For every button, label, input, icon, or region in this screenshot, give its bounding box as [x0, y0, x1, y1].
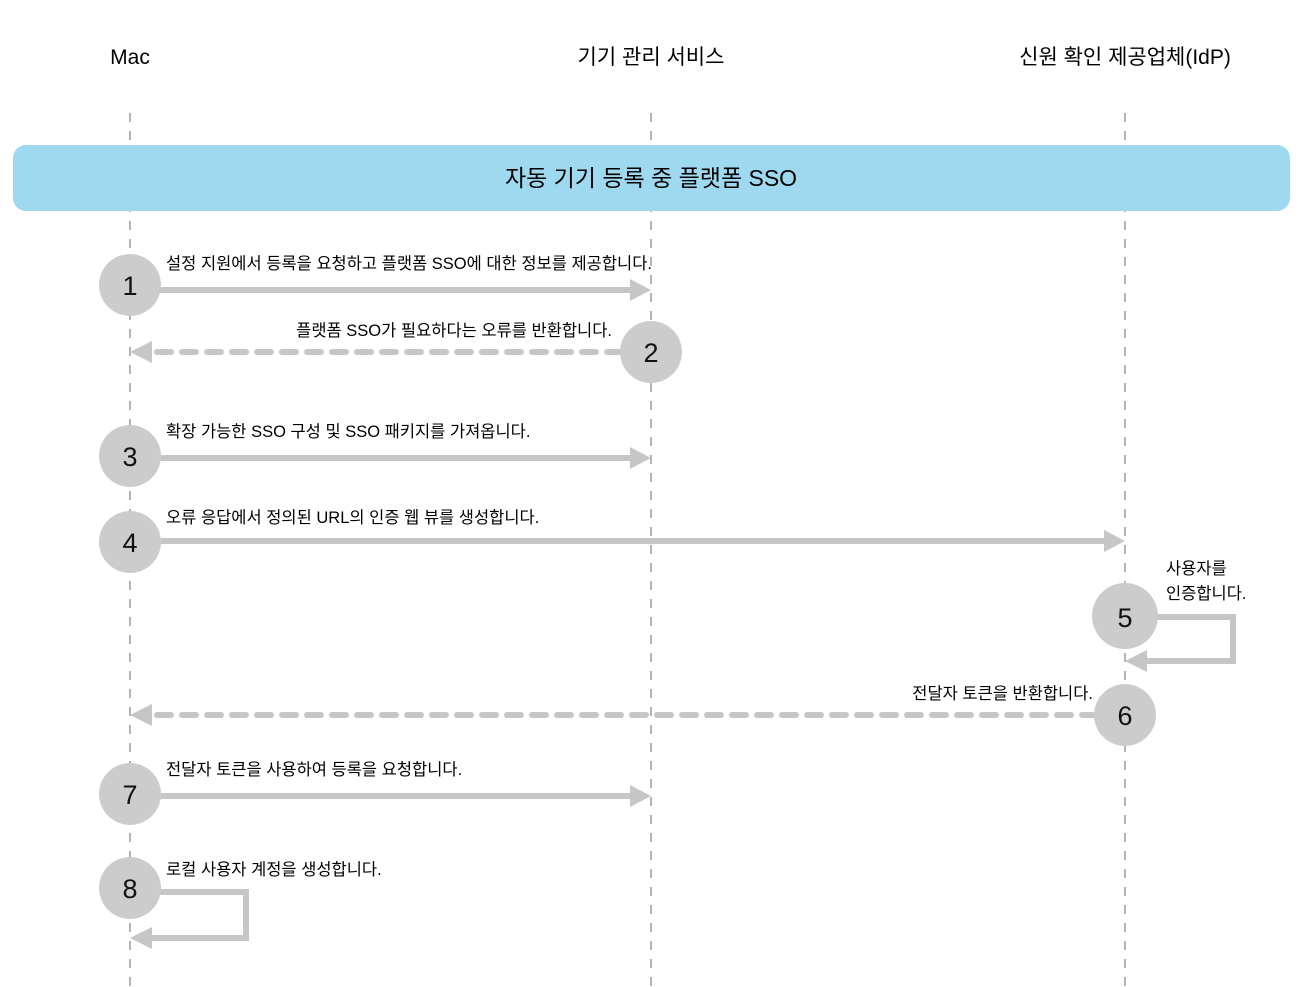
step-7: 전달자 토큰을 사용하여 등록을 요청합니다. 7 — [99, 760, 651, 825]
step-3-arrow-head — [630, 447, 651, 469]
step-8-arrow-head — [130, 927, 152, 949]
lifelines — [129, 113, 1126, 987]
step-4-badge — [99, 511, 161, 573]
step-7-arrow-head — [630, 785, 651, 807]
step-3-badge — [99, 425, 161, 487]
step-2-arrow-head — [130, 341, 152, 363]
step-6: 전달자 토큰을 반환합니다. 6 — [130, 684, 1156, 746]
step-8: 로컬 사용자 계정을 생성합니다. 8 — [99, 857, 382, 949]
step-1-number: 1 — [122, 271, 137, 301]
step-2-number: 2 — [643, 338, 658, 368]
step-4-arrow-head — [1104, 530, 1125, 552]
lane-header-mac: Mac — [110, 46, 150, 69]
step-6-number: 6 — [1117, 701, 1132, 731]
step-8-badge — [99, 857, 161, 919]
step-4-number: 4 — [122, 528, 137, 558]
step-8-number: 8 — [122, 874, 137, 904]
step-1-arrow-head — [630, 279, 651, 301]
title-banner: 자동 기기 등록 중 플랫폼 SSO — [13, 145, 1290, 211]
step-4: 오류 응답에서 정의된 URL의 인증 웹 뷰를 생성합니다. 4 — [99, 508, 1125, 573]
step-7-label: 전달자 토큰을 사용하여 등록을 요청합니다. — [166, 760, 462, 779]
step-6-label: 전달자 토큰을 반환합니다. — [912, 684, 1093, 703]
lane-headers: Mac 기기 관리 서비스 신원 확인 제공업체(IdP) — [110, 46, 1231, 69]
step-5-number: 5 — [1117, 603, 1132, 633]
step-3: 확장 가능한 SSO 구성 및 SSO 패키지를 가져옵니다. 3 — [99, 422, 651, 487]
step-3-number: 3 — [122, 442, 137, 472]
step-5-label-line2: 인증합니다. — [1166, 584, 1246, 603]
step-5-label-line1: 사용자를 — [1166, 559, 1227, 578]
step-6-badge — [1094, 684, 1156, 746]
step-5-badge — [1092, 583, 1158, 649]
step-2: 플랫폼 SSO가 필요하다는 오류를 반환합니다. 2 — [130, 321, 682, 383]
step-4-label: 오류 응답에서 정의된 URL의 인증 웹 뷰를 생성합니다. — [166, 508, 539, 527]
step-1-label: 설정 지원에서 등록을 요청하고 플랫폼 SSO에 대한 정보를 제공합니다. — [166, 254, 652, 273]
step-1-badge — [99, 254, 161, 316]
step-1: 설정 지원에서 등록을 요청하고 플랫폼 SSO에 대한 정보를 제공합니다. … — [99, 254, 652, 316]
banner-title: 자동 기기 등록 중 플랫폼 SSO — [505, 165, 797, 191]
lane-header-idp: 신원 확인 제공업체(IdP) — [1019, 46, 1231, 69]
step-6-arrow-head — [130, 704, 152, 726]
banner-background — [13, 145, 1290, 211]
step-2-badge — [620, 321, 682, 383]
step-7-number: 7 — [122, 780, 137, 810]
lane-header-mdm: 기기 관리 서비스 — [578, 46, 725, 69]
step-8-label: 로컬 사용자 계정을 생성합니다. — [166, 860, 382, 879]
step-7-badge — [99, 763, 161, 825]
step-5-self-loop — [1147, 614, 1236, 664]
step-5: 사용자를 인증합니다. 5 — [1092, 559, 1246, 672]
step-8-self-loop — [152, 889, 249, 941]
step-3-label: 확장 가능한 SSO 구성 및 SSO 패키지를 가져옵니다. — [166, 422, 530, 441]
step-2-label: 플랫폼 SSO가 필요하다는 오류를 반환합니다. — [296, 321, 612, 340]
step-5-arrow-head — [1125, 650, 1147, 672]
